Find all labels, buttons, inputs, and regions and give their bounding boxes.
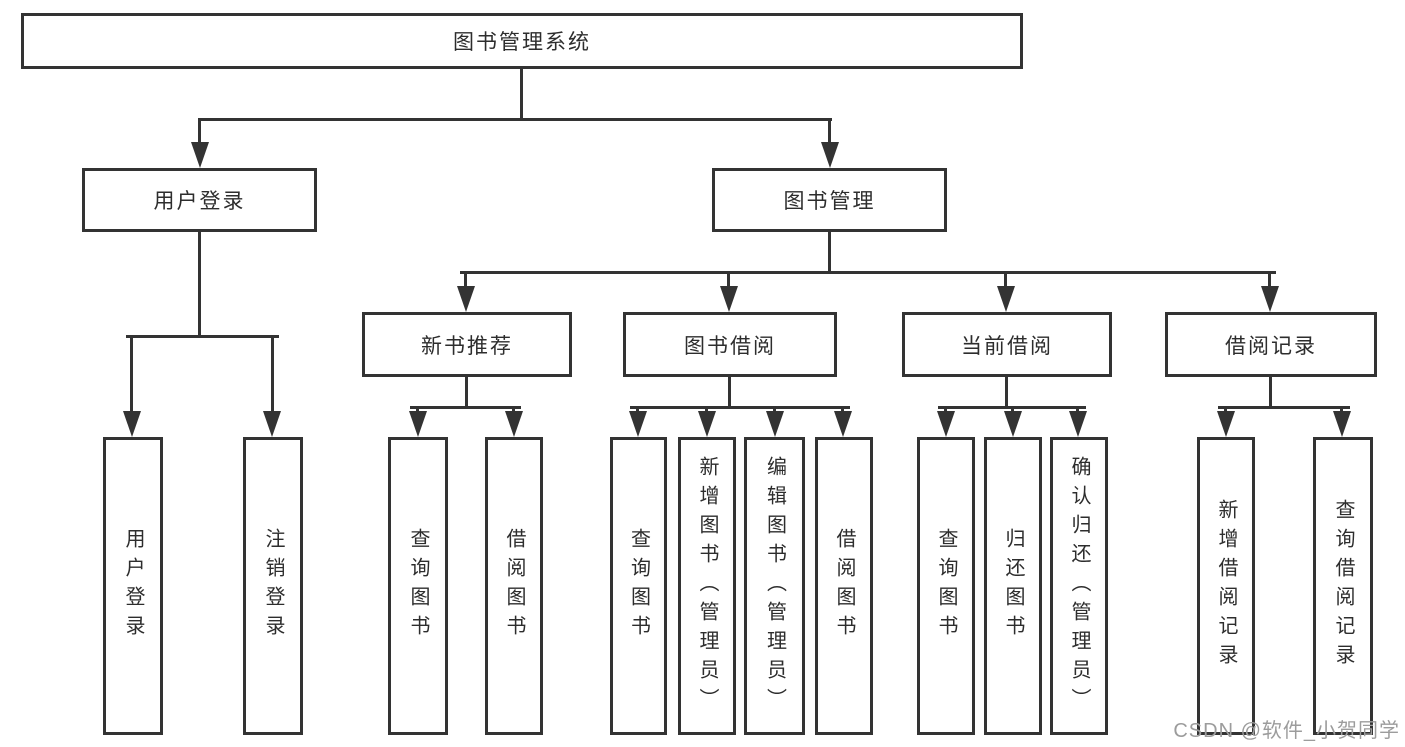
connector-line	[1218, 406, 1350, 409]
leaf-br-add-record: 新增借阅记录	[1197, 437, 1255, 735]
arrowhead-icon	[263, 411, 281, 437]
node-label: 新增图书（管理员）	[696, 455, 718, 717]
connector-line	[460, 271, 1276, 274]
leaf-cb-return-books: 归还图书	[984, 437, 1042, 735]
node-label: 新增借阅记录	[1215, 499, 1237, 673]
arrowhead-icon	[720, 286, 738, 312]
node-label: 用户登录	[153, 190, 246, 213]
connector-line	[271, 335, 274, 421]
node-label: 借阅记录	[1225, 334, 1317, 358]
leaf-nbr-query-books: 查询图书	[388, 437, 448, 735]
leaf-bb-query-books: 查询图书	[610, 437, 667, 735]
node-label: 查询图书	[935, 528, 957, 644]
node-label: 图书借阅	[684, 334, 776, 358]
connector-line	[198, 232, 201, 338]
node-book-borrow: 图书借阅	[623, 312, 837, 377]
leaf-bb-add-books-admin: 新增图书（管理员）	[678, 437, 736, 735]
node-label: 用户登录	[122, 528, 144, 644]
connector-line	[828, 232, 831, 274]
connector-line	[1269, 377, 1272, 409]
connector-line	[130, 335, 133, 421]
node-label: 注销登录	[262, 528, 284, 644]
arrowhead-icon	[409, 411, 427, 437]
connector-line	[520, 69, 523, 120]
node-label: 图书管理系统	[453, 31, 591, 54]
leaf-logout: 注销登录	[243, 437, 303, 735]
node-user-login: 用户登录	[82, 168, 317, 232]
connector-line	[464, 271, 467, 296]
leaf-cb-confirm-return-admin: 确认归还（管理员）	[1050, 437, 1108, 735]
connector-line	[465, 377, 468, 409]
arrowhead-icon	[766, 411, 784, 437]
arrowhead-icon	[1004, 411, 1022, 437]
node-label: 归还图书	[1002, 528, 1024, 644]
leaf-user-login: 用户登录	[103, 437, 163, 735]
arrowhead-icon	[698, 411, 716, 437]
leaf-cb-query-books: 查询图书	[917, 437, 975, 735]
node-label: 查询图书	[407, 528, 429, 644]
arrowhead-icon	[191, 142, 209, 168]
node-label: 当前借阅	[961, 334, 1053, 358]
node-label: 编辑图书（管理员）	[763, 455, 786, 717]
node-borrow-records: 借阅记录	[1165, 312, 1377, 377]
connector-line	[727, 271, 730, 296]
node-label: 借阅图书	[503, 528, 525, 644]
arrowhead-icon	[834, 411, 852, 437]
connector-line	[126, 335, 279, 338]
connector-line	[1005, 377, 1008, 409]
arrowhead-icon	[937, 411, 955, 437]
arrowhead-icon	[1333, 411, 1351, 437]
leaf-bb-edit-books-admin: 编辑图书（管理员）	[744, 437, 805, 735]
arrowhead-icon	[457, 286, 475, 312]
node-new-book-recommend: 新书推荐	[362, 312, 572, 377]
node-book-management: 图书管理	[712, 168, 947, 232]
node-label: 新书推荐	[421, 334, 513, 358]
leaf-bb-borrow-books: 借阅图书	[815, 437, 873, 735]
node-label: 借阅图书	[833, 528, 855, 644]
arrowhead-icon	[505, 411, 523, 437]
leaf-nbr-borrow-books: 借阅图书	[485, 437, 543, 735]
connector-line	[410, 406, 521, 409]
node-library-system: 图书管理系统	[21, 13, 1023, 69]
node-label: 查询图书	[627, 528, 650, 644]
arrowhead-icon	[1217, 411, 1235, 437]
connector-line	[828, 118, 831, 152]
connector-line	[198, 118, 201, 152]
arrowhead-icon	[1069, 411, 1087, 437]
arrowhead-icon	[821, 142, 839, 168]
arrowhead-icon	[1261, 286, 1279, 312]
arrowhead-icon	[123, 411, 141, 437]
connector-line	[198, 118, 832, 121]
node-label: 图书管理	[783, 190, 876, 213]
arrowhead-icon	[997, 286, 1015, 312]
node-label: 查询借阅记录	[1332, 499, 1354, 673]
connector-line	[630, 406, 850, 409]
connector-line	[1268, 271, 1271, 296]
connector-line	[1004, 271, 1007, 296]
csdn-watermark: CSDN @软件_小贺同学	[1173, 720, 1400, 742]
node-current-borrow: 当前借阅	[902, 312, 1112, 377]
leaf-br-query-record: 查询借阅记录	[1313, 437, 1373, 735]
connector-line	[728, 377, 731, 409]
node-label: 确认归还（管理员）	[1068, 455, 1090, 717]
arrowhead-icon	[629, 411, 647, 437]
